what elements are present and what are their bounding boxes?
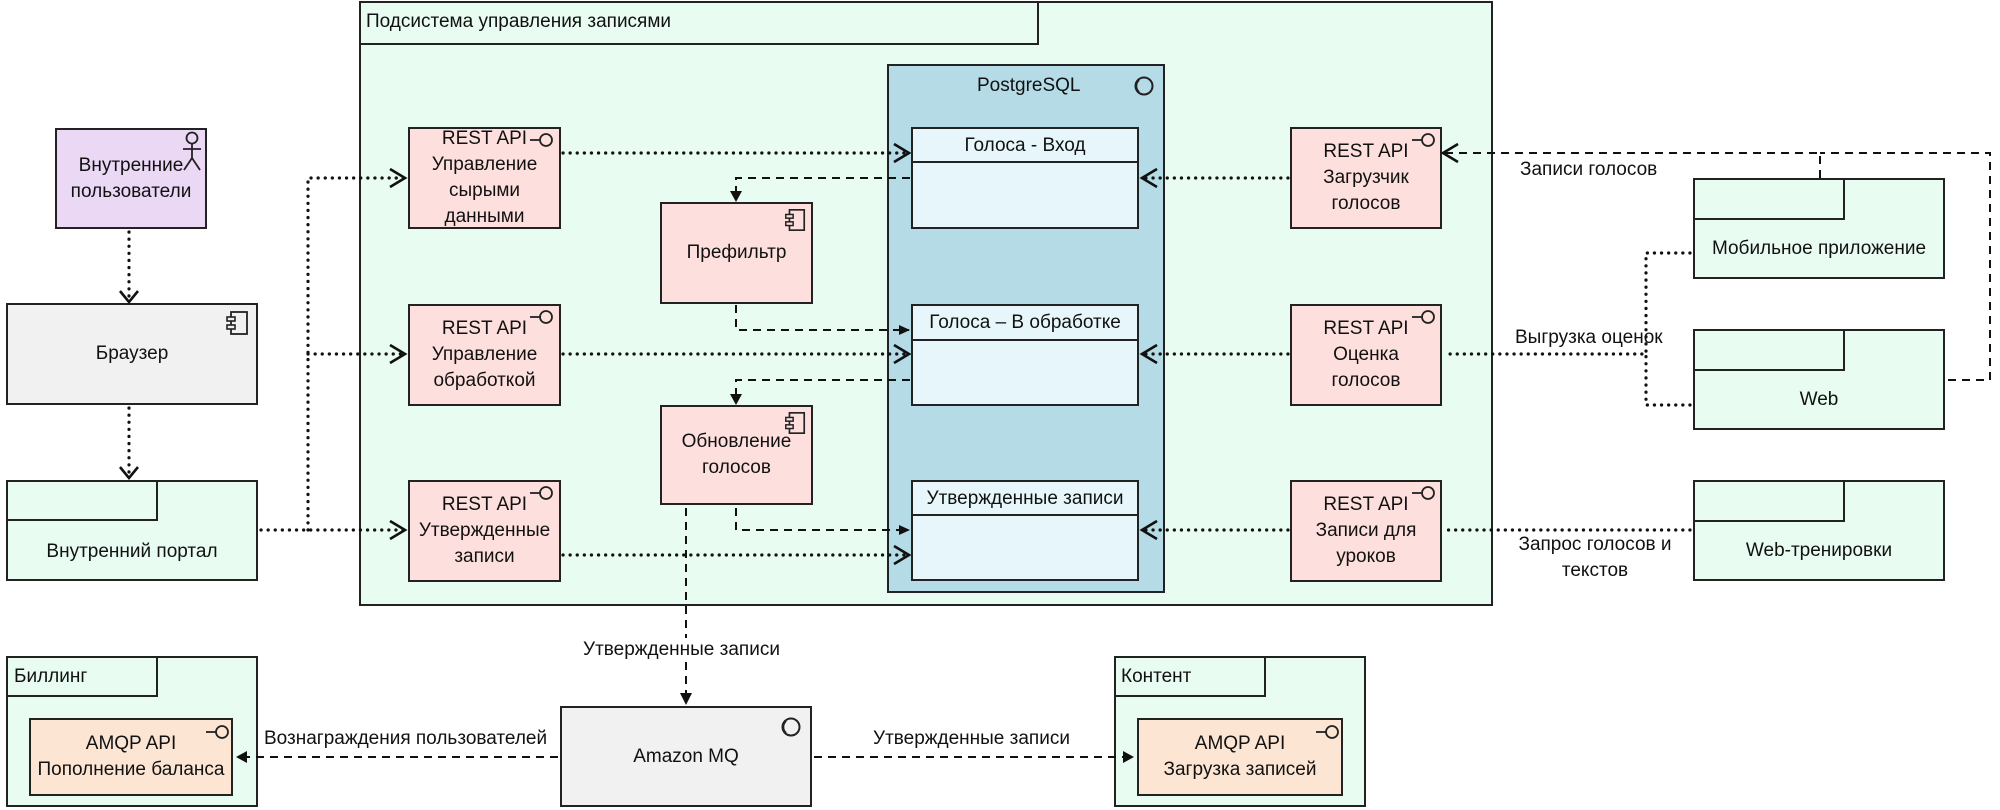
interface-icon: [1316, 725, 1339, 739]
arrowhead: [899, 525, 910, 535]
table-voices-processing-label: Голоса – В обработке: [929, 312, 1121, 333]
edge-label-rewards: Вознаграждения пользователей: [264, 728, 548, 749]
interface-icon: [1412, 310, 1435, 324]
table-approved-records: [911, 480, 1139, 581]
interface-icon: [530, 310, 553, 324]
rest-api-raw-data: REST API Управление сырыми данными: [408, 127, 561, 229]
interface-icon: [1412, 486, 1435, 500]
internal-users-actor: Внутренние пользователи: [55, 128, 207, 229]
arrowhead: [899, 325, 910, 335]
rest-api-processing: REST API Управление обработкой: [408, 304, 561, 406]
edge-mobile-rating: [1443, 251, 1692, 356]
arrowhead: [1139, 519, 1158, 541]
interface-icon: [206, 725, 229, 739]
edge-label-approved-to-content: Утвержденные записи: [873, 728, 1070, 749]
arrowhead: [893, 343, 912, 365]
database-icon: [1134, 76, 1154, 96]
edge-web-rating: [1644, 352, 1692, 407]
billing-title: Биллинг: [14, 666, 88, 687]
postgresql-title: PostgreSQL: [977, 75, 1081, 96]
interface-icon: [530, 486, 553, 500]
rest-api-voice-loader: REST API Загрузчик голосов: [1290, 127, 1442, 229]
arrowhead: [389, 167, 408, 189]
component-icon: [785, 412, 806, 434]
arrowhead: [389, 519, 408, 541]
rest-api-approved: REST API Утвержденные записи: [408, 480, 561, 582]
arrowhead: [730, 191, 742, 202]
edge-web-loader: [1820, 152, 1991, 381]
browser-component: Браузер: [6, 303, 258, 405]
edge-label-approved-to-mq: Утвержденные записи: [583, 638, 780, 662]
edge-prefilter-processing: [735, 305, 909, 331]
queue-icon: [781, 717, 801, 737]
arrowhead: [389, 343, 408, 365]
arrowhead: [1139, 167, 1158, 189]
rest-api-voice-rating: REST API Оценка голосов: [1290, 304, 1442, 406]
component-icon: [226, 311, 248, 335]
amazon-mq-queue: Amazon MQ: [560, 706, 812, 807]
amqp-api-balance: AMQP API Пополнение баланса: [29, 718, 233, 796]
arrowhead: [118, 466, 140, 481]
component-icon: [785, 209, 806, 231]
rest-api-lesson-records: REST API Записи для уроков: [1290, 480, 1442, 582]
arrowhead: [680, 693, 692, 705]
edge-updater-approved: [735, 508, 909, 531]
subsystem-title: Подсистема управления записями: [366, 11, 672, 32]
arrowhead: [893, 142, 912, 164]
edge-label-request: Запрос голосов и текстов: [1518, 534, 1672, 581]
table-voices-processing: [911, 304, 1139, 406]
edge-label-rating-upload: Выгрузка оценок: [1515, 327, 1663, 348]
web-training-label: Web-тренировки: [1745, 540, 1893, 561]
arrowhead: [1123, 751, 1134, 763]
table-voices-input-label: Голоса - Вход: [964, 135, 1086, 156]
arrowhead: [1139, 343, 1158, 365]
mobile-app-label: Мобильное приложение: [1711, 238, 1927, 259]
content-title: Контент: [1121, 666, 1192, 687]
table-voices-input: [911, 127, 1139, 229]
internal-portal-label: Внутренний портал: [46, 541, 218, 562]
interface-icon: [1412, 133, 1435, 147]
actor-icon: [183, 131, 201, 171]
arrowhead: [1440, 142, 1459, 164]
arrowhead: [236, 751, 247, 763]
interface-icon: [530, 133, 553, 147]
subsystem-tab: [359, 1, 1039, 45]
web-label: Web: [1799, 389, 1839, 410]
edge-label-voice-records: Записи голосов: [1520, 159, 1658, 180]
arrowhead: [118, 290, 140, 305]
amqp-api-upload: AMQP API Загрузка записей: [1137, 718, 1343, 796]
table-approved-records-label: Утвержденные записи: [926, 488, 1124, 509]
arrowhead: [893, 544, 912, 566]
arrowhead: [730, 394, 742, 405]
prefilter-component: Префильтр: [660, 202, 813, 304]
